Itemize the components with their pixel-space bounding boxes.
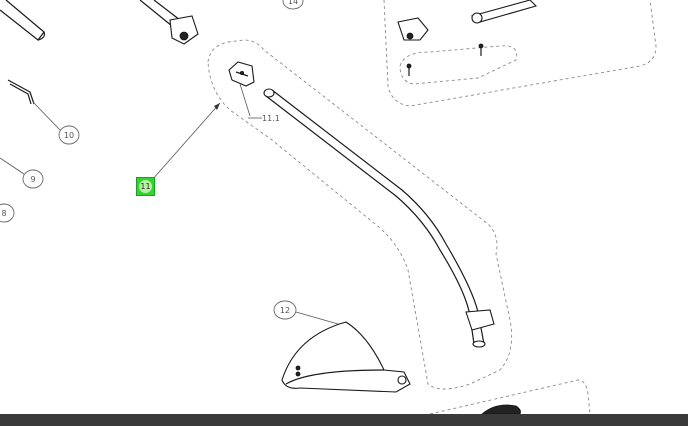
callout-8[interactable]: 8: [0, 203, 15, 223]
handle-tube: [263, 88, 495, 348]
assembly-11-boundary: [207, 39, 513, 390]
screw-tray-boundary: [399, 45, 518, 85]
accessory-group-boundary: [383, 0, 657, 107]
bracket-part: [228, 61, 255, 117]
callout-8-label: 8: [1, 209, 6, 218]
callout-14[interactable]: 14: [282, 0, 304, 10]
latch-part: [397, 17, 429, 41]
disc-part: [480, 404, 521, 415]
drive-shaft-part: [139, 0, 199, 45]
sub-label-11-1: 11.1: [248, 114, 280, 123]
callout-10-label: 10: [64, 131, 74, 140]
callout-11-label: 11: [139, 180, 152, 193]
screw-part-1: [406, 63, 412, 76]
callout-12[interactable]: 12: [273, 300, 297, 320]
lever-arm-part: [470, 0, 538, 24]
callout-10[interactable]: 10: [58, 125, 80, 145]
hex-key-part: [7, 79, 61, 131]
lower-right-boundary: [429, 379, 591, 415]
guard-part: [281, 321, 411, 393]
leader-11: [151, 102, 221, 181]
callout-12-label: 12: [280, 306, 290, 315]
callout-9-label: 9: [30, 175, 35, 184]
shaft-part-topleft: [0, 0, 45, 41]
sub-label-11-1-text: 11.1: [262, 114, 280, 123]
callout-11-highlighted[interactable]: 11: [136, 177, 155, 196]
bottom-toolbar-bar: [0, 414, 688, 426]
callout-14-label: 14: [288, 0, 298, 6]
screw-part-2: [478, 43, 484, 56]
callout-9[interactable]: 9: [22, 169, 44, 189]
